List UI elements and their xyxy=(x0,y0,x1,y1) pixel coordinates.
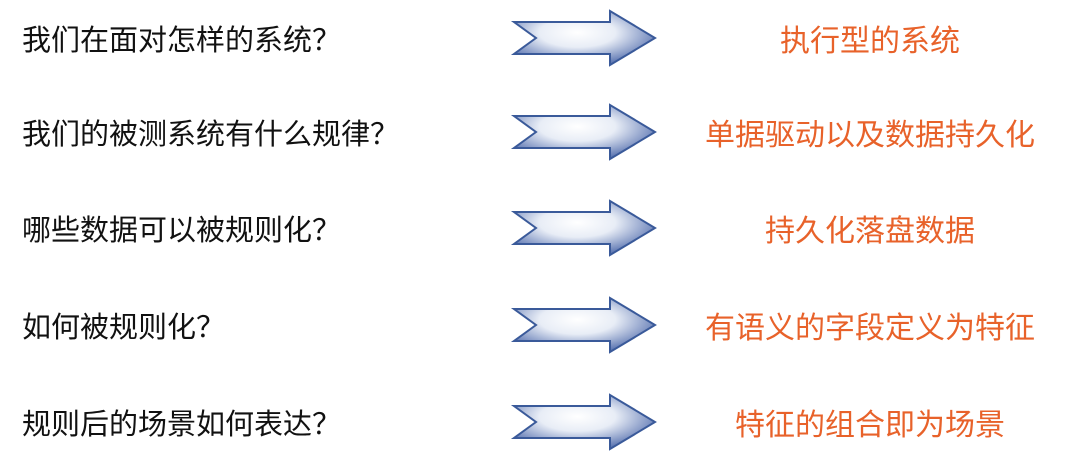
question-text: 哪些数据可以被规则化？ xyxy=(22,213,342,247)
answer-text: 单据驱动以及数据持久化 xyxy=(705,118,1035,153)
diagram-row: 我们在面对怎样的系统？ 执行型的系统 xyxy=(0,8,1080,68)
question-text: 我们在面对怎样的系统？ xyxy=(22,23,342,57)
question-text: 我们的被测系统有什么规律？ xyxy=(22,117,400,151)
right-arrow-icon xyxy=(510,199,657,257)
diagram-row: 规则后的场景如何表达？ 特征的组合即为场景 xyxy=(0,392,1080,452)
right-arrow-icon xyxy=(510,393,657,451)
answer-text: 特征的组合即为场景 xyxy=(735,408,1005,443)
right-arrow-icon xyxy=(510,9,657,67)
diagram-row: 哪些数据可以被规则化？ 持久化落盘数据 xyxy=(0,198,1080,258)
right-arrow-icon xyxy=(510,103,657,161)
question-text: 规则后的场景如何表达？ xyxy=(22,407,342,441)
answer-text: 持久化落盘数据 xyxy=(765,214,975,249)
diagram-row: 我们的被测系统有什么规律？ 单据驱动以及数据持久化 xyxy=(0,102,1080,162)
answer-text: 执行型的系统 xyxy=(780,24,960,59)
question-text: 如何被规则化？ xyxy=(22,310,226,344)
diagram-row: 如何被规则化？ 有语义的字段定义为特征 xyxy=(0,295,1080,355)
right-arrow-icon xyxy=(510,296,657,354)
answer-text: 有语义的字段定义为特征 xyxy=(705,311,1035,346)
